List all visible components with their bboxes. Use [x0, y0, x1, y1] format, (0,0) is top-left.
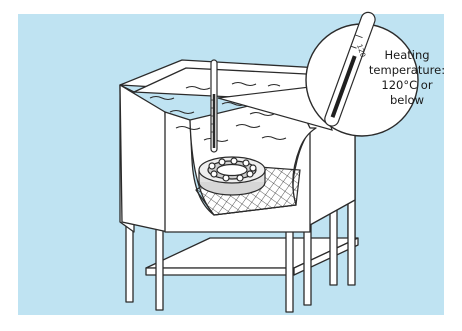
callout-line-2: temperature:: [358, 63, 456, 78]
callout-line-1: Heating: [358, 48, 456, 63]
callout-line-3: 120°C or: [358, 78, 456, 93]
bearing: [199, 157, 265, 195]
callout-line-4: below: [358, 93, 456, 108]
thermometer: [211, 60, 217, 152]
heating-temperature-label: Heating temperature: 120°C or below: [358, 48, 456, 108]
